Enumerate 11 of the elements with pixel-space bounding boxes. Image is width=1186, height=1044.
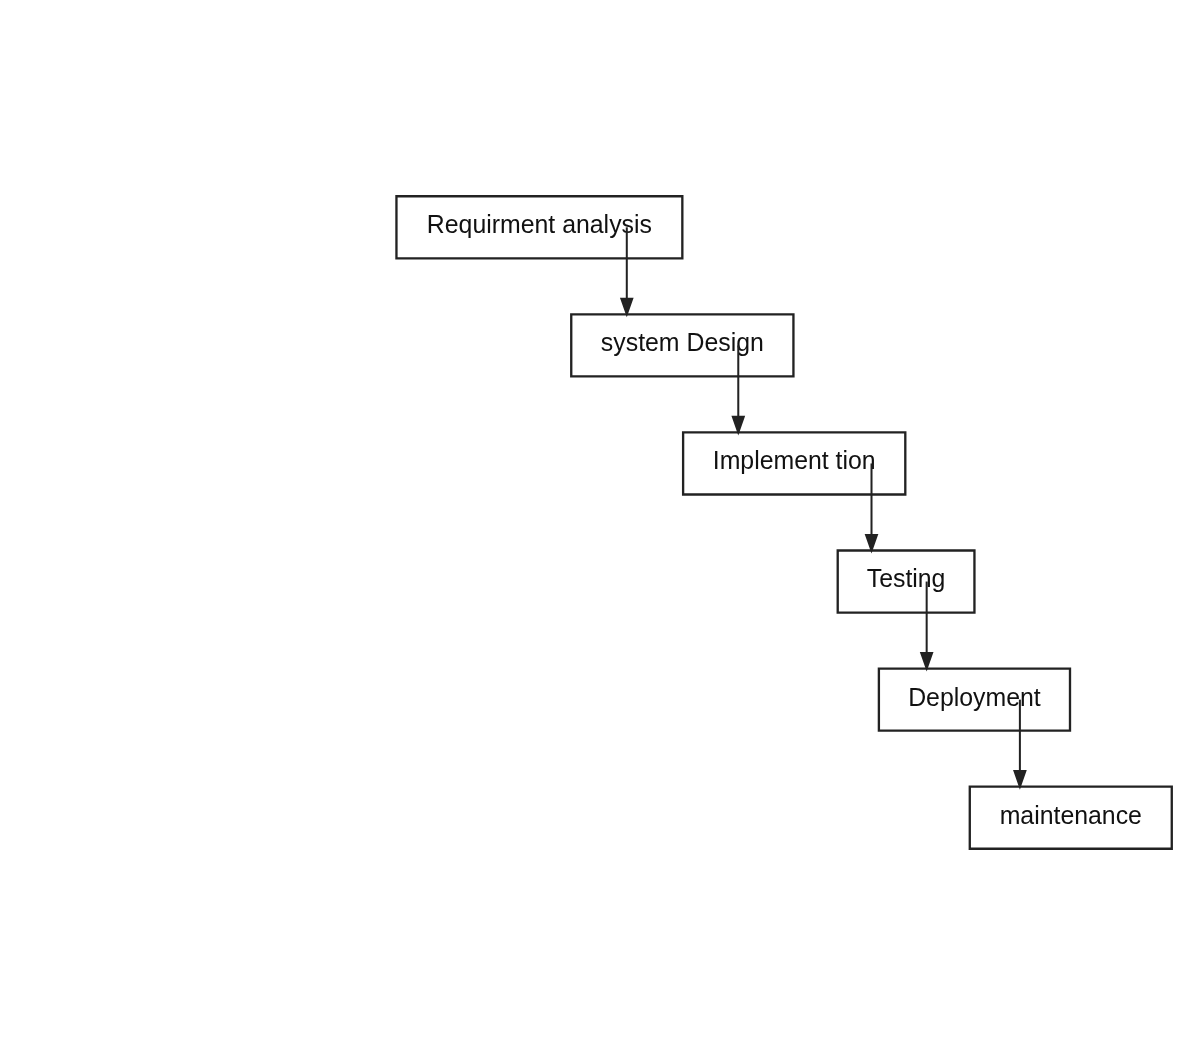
node-box: Deployment bbox=[877, 666, 1072, 732]
arrow bbox=[864, 462, 879, 554]
arrow bbox=[619, 226, 634, 317]
arrow bbox=[919, 581, 934, 672]
node-box: Testing bbox=[836, 548, 976, 614]
node-box: system Design bbox=[570, 312, 795, 378]
node-box: Implement tion bbox=[681, 430, 907, 496]
arrow bbox=[1013, 699, 1027, 790]
node-box: maintenance bbox=[968, 784, 1173, 850]
node-box: Requirment analysis bbox=[395, 194, 684, 260]
arrow bbox=[731, 344, 746, 435]
